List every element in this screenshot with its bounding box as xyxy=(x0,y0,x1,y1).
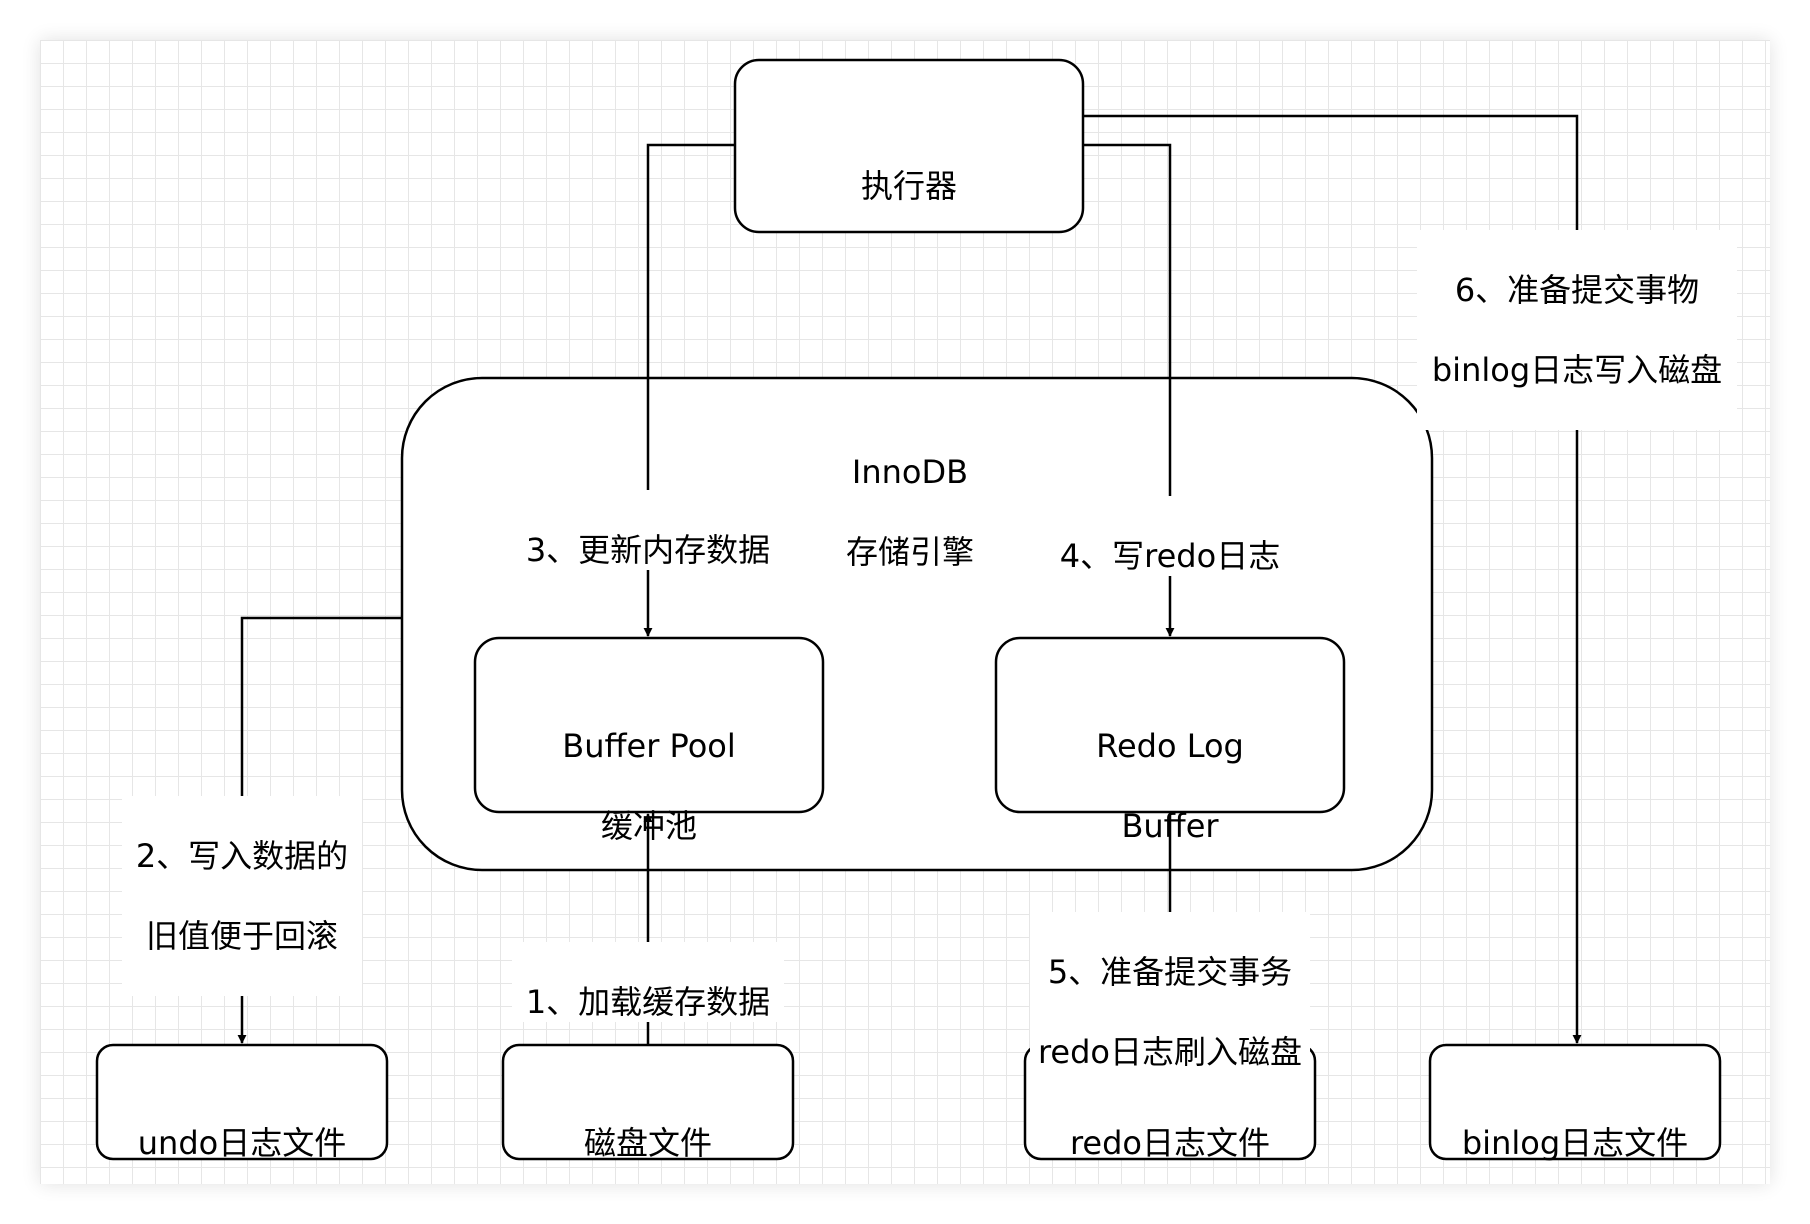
redo-file-label: redo日志文件 xyxy=(1025,1083,1315,1163)
edge-step6-line1: 6、准备提交事物 xyxy=(1454,271,1700,309)
edge-step4-executor-to-redo-log-buffer xyxy=(1083,143,1175,637)
executor-label: 执行器 xyxy=(735,126,1083,206)
innodb-label: InnoDB 存储引擎 xyxy=(700,412,1120,612)
edge-step5-line1: 5、准备提交事务 xyxy=(1047,953,1293,991)
edge-step6-label: 6、准备提交事物 binlog日志写入磁盘 xyxy=(1417,230,1737,430)
edge-step3-executor-to-buffer-pool xyxy=(643,143,735,637)
edge-step2-label: 2、写入数据的 旧值便于回滚 xyxy=(122,796,362,996)
undo-file-box[interactable] xyxy=(95,1043,389,1161)
executor-text: 执行器 xyxy=(860,167,957,205)
redo-log-buffer-subtitle: Buffer xyxy=(1121,807,1219,845)
edge-step1-text: 1、加载缓存数据 xyxy=(525,983,771,1021)
edge-step6-executor-to-binlog-file xyxy=(1083,114,1582,1044)
buffer-pool-label: Buffer Pool 缓冲池 xyxy=(475,686,823,886)
edge-step1-label: 1、加载缓存数据 xyxy=(512,942,784,1022)
binlog-file-box[interactable] xyxy=(1428,1043,1722,1161)
buffer-pool-subtitle: 缓冲池 xyxy=(600,807,697,845)
redo-file-text: redo日志文件 xyxy=(1069,1124,1271,1162)
edge-step2-line1: 2、写入数据的 xyxy=(135,837,349,875)
redo-log-buffer-label: Redo Log Buffer xyxy=(996,686,1344,886)
edge-step2-line2: 旧值便于回滚 xyxy=(145,917,338,955)
binlog-file-label: binlog日志文件 xyxy=(1430,1083,1720,1163)
edge-step6-line2: binlog日志写入磁盘 xyxy=(1431,351,1723,389)
edge-step4-text: 4、写redo日志 xyxy=(1059,537,1281,575)
innodb-subtitle: 存储引擎 xyxy=(845,533,974,571)
buffer-pool-box[interactable] xyxy=(473,636,825,814)
innodb-title: InnoDB xyxy=(851,453,969,491)
undo-file-text: undo日志文件 xyxy=(137,1124,347,1162)
edge-step3-text: 3、更新内存数据 xyxy=(525,531,771,569)
edge-step4-label: 4、写redo日志 xyxy=(1052,496,1288,576)
undo-file-label: undo日志文件 xyxy=(97,1083,387,1163)
binlog-file-text: binlog日志文件 xyxy=(1461,1124,1689,1162)
edge-step5-label: 5、准备提交事务 redo日志刷入磁盘 xyxy=(1030,912,1310,1112)
edge-step3-label: 3、更新内存数据 xyxy=(512,490,784,570)
buffer-pool-title: Buffer Pool xyxy=(562,727,736,765)
disk-file-text: 磁盘文件 xyxy=(583,1124,712,1162)
disk-file-label: 磁盘文件 xyxy=(503,1083,793,1163)
redo-log-buffer-title: Redo Log xyxy=(1096,727,1244,765)
edge-step5-line2: redo日志刷入磁盘 xyxy=(1037,1033,1303,1071)
